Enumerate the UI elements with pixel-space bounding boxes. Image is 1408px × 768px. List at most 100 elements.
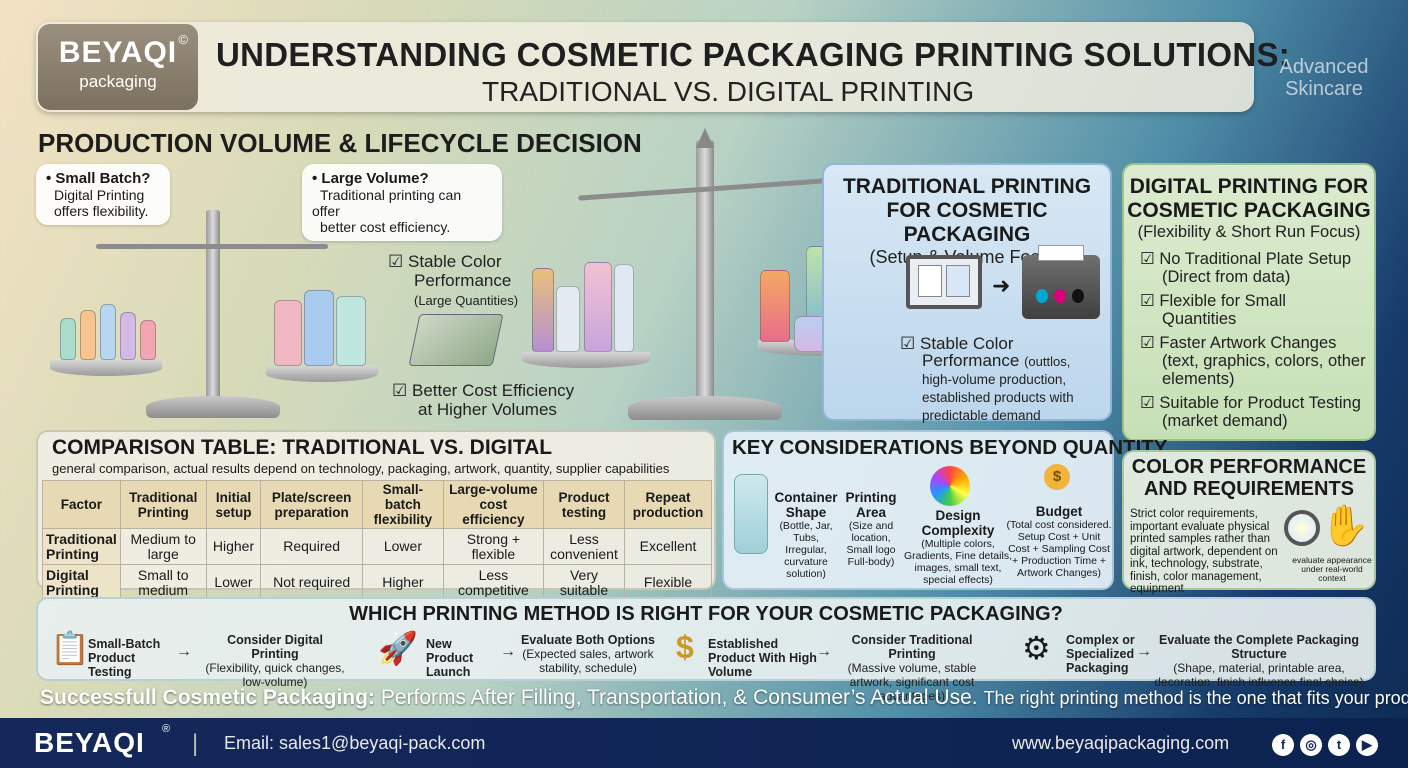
left-pan-a	[50, 360, 162, 376]
table-header: Initial setup	[205, 480, 262, 529]
footer-reg: ®	[162, 723, 171, 735]
tube	[760, 270, 790, 342]
small-batch-body-2: offers flexibility.	[54, 203, 149, 219]
footer-website-link[interactable]: www.beyaqipackaging.com	[1012, 733, 1230, 753]
small-bottle	[120, 312, 136, 360]
logo-sub: packaging	[79, 72, 157, 91]
digital-item-a: Flexible for Small	[1159, 292, 1286, 310]
step-recommendation: Consider Digital Printing (Flexibility, …	[202, 633, 348, 689]
check-icon: ☑	[388, 252, 404, 271]
hand-icon: ✋	[1320, 504, 1370, 548]
digital-title-2: COSMETIC PACKAGING	[1127, 199, 1371, 222]
step-condition: Complex or Specialized Packaging	[1066, 633, 1144, 675]
consideration-design: Design Complexity (Multiple colors, Grad…	[900, 508, 1016, 586]
center-scale-post	[696, 140, 714, 402]
tube	[556, 286, 580, 352]
large-bottle	[274, 300, 302, 366]
left-scale-beam	[96, 244, 328, 249]
check-icon: ☑	[392, 381, 408, 400]
corner-text-2: Skincare	[1285, 78, 1363, 100]
traditional-check-paren: (outtlos,	[1024, 354, 1071, 369]
facebook-icon[interactable]: f	[1272, 734, 1294, 756]
large-volume-body-1: Traditional printing can offer	[312, 187, 462, 219]
pump-bottle	[584, 262, 612, 352]
consideration-body: (Total cost considered. Setup Cost + Uni…	[1006, 519, 1112, 579]
table-cell: Excellent	[624, 528, 712, 565]
key-considerations-title: KEY CONSIDERATIONS BEYOND QUANTITY	[732, 436, 1168, 459]
table-cell: Medium to large	[119, 528, 207, 565]
table-header: Factor	[42, 480, 121, 529]
which-method-panel: WHICH PRINTING METHOD IS RIGHT FOR YOUR …	[36, 597, 1376, 703]
youtube-icon[interactable]: ▶	[1356, 734, 1378, 756]
digital-item-b: (market demand)	[1162, 412, 1288, 430]
check-icon: ☑	[1140, 250, 1155, 268]
step-recommendation: Evaluate the Complete Packaging Structur…	[1148, 633, 1370, 689]
container-bottle-icon	[734, 474, 768, 554]
document-icon	[918, 265, 942, 297]
check-1-b: Performance	[414, 271, 512, 290]
traditional-printing-panel: TRADITIONAL PRINTING FOR COSMETIC PACKAG…	[822, 163, 1112, 424]
step-rec-text: Evaluate Both Options	[520, 633, 656, 647]
step-detail-text: (Massive volume, stable artwork, signifi…	[847, 661, 977, 703]
digital-item-a: Faster Artwork Changes	[1159, 334, 1337, 352]
traditional-title-1: TRADITIONAL PRINTING	[842, 175, 1092, 198]
table-row: Traditional Printing Medium to large Hig…	[42, 528, 712, 565]
check-icon: ☑	[1140, 394, 1155, 412]
traditional-title-2: FOR COSMETIC PACKAGING	[886, 199, 1048, 246]
step-condition-text: Small-Batch Product Testing	[88, 637, 161, 679]
table-header: Product testing	[542, 480, 626, 529]
digital-item-c: elements)	[1162, 370, 1235, 388]
consideration-body: (Bottle, Jar, Tubs, Irregular, curvature…	[779, 520, 833, 580]
footer-email-link[interactable]: Email: sales1@beyaqi-pack.com	[224, 733, 486, 753]
spray-bottle	[614, 264, 634, 352]
monitor-icon	[906, 255, 982, 309]
network-nodes-icon: ⚙	[1022, 630, 1051, 666]
left-scale-post	[206, 210, 220, 400]
scale-tip-icon	[696, 128, 714, 148]
small-bottle	[140, 320, 156, 360]
table-cell: Higher	[205, 528, 262, 565]
table-cell: Less convenient	[542, 528, 626, 565]
small-batch-body-1: Digital Printing	[54, 187, 145, 203]
step-condition-text: New Product Launch	[426, 637, 474, 679]
large-volume-body-2: better cost efficiency.	[320, 219, 451, 235]
traditional-check-rest-3: predictable demand	[922, 408, 1041, 423]
footer-brand[interactable]: BEYAQI	[34, 727, 145, 758]
instagram-icon[interactable]: ◎	[1300, 734, 1322, 756]
digital-item-b: (Direct from data)	[1162, 268, 1291, 286]
table-cell: Required	[260, 528, 363, 565]
footer-separator: |	[192, 730, 199, 757]
digital-item: ☑ Suitable for Product Testing (market d…	[1140, 394, 1374, 430]
step-detail-text: (Flexibility, quick changes, low-volume)	[205, 661, 345, 689]
twitter-icon[interactable]: t	[1328, 734, 1350, 756]
table-cell: Flexible	[624, 564, 712, 601]
large-volume-bubble: • Large Volume? Traditional printing can…	[302, 164, 502, 241]
traditional-check-rest-1: high-volume production,	[922, 372, 1067, 387]
table-header-row: Factor Traditional Printing Initial setu…	[42, 480, 712, 529]
step-rec-text: Evaluate the Complete Packaging Structur…	[1158, 633, 1360, 661]
logo[interactable]: BEYAQI packaging ©	[38, 24, 198, 110]
step-condition-text: Established Product With High Volume	[708, 637, 817, 679]
corner-text: Advanced Skincare	[1262, 56, 1386, 100]
document-icon	[946, 265, 970, 297]
digital-item-a: Suitable for Product Testing	[1159, 394, 1361, 412]
digital-items-list: ☑ No Traditional Plate Setup (Direct fro…	[1124, 250, 1374, 430]
step-recommendation: Evaluate Both Options (Expected sales, a…	[520, 633, 656, 675]
check-cost-efficiency: ☑ Better Cost Efficiency at Higher Volum…	[392, 381, 582, 419]
traditional-check: ☑ Stable Color Performance (outtlos, hig…	[900, 335, 1106, 424]
digital-item: ☑ Flexible for Small Quantities	[1140, 292, 1374, 328]
digital-printing-panel: DIGITAL PRINTING FOR COSMETIC PACKAGING …	[1122, 163, 1376, 441]
check-icon: ☑	[1140, 334, 1155, 352]
corner-text-1: Advanced	[1279, 56, 1369, 78]
table-cell: Higher	[361, 564, 444, 601]
color-performance-title-1: COLOR PERFORMANCE	[1131, 456, 1367, 478]
logo-reg: ©	[178, 32, 188, 47]
tagline-middle: Performs After Filling, Transportation, …	[380, 686, 978, 709]
color-performance-panel: COLOR PERFORMANCE AND REQUIREMENTS Stric…	[1122, 450, 1376, 595]
step-recommendation: Consider Traditional Printing (Massive v…	[830, 633, 994, 703]
table-cell: Lower	[205, 564, 262, 601]
traditional-check-rest-2: established products with	[922, 390, 1074, 405]
digital-item-b: Quantities	[1162, 310, 1237, 328]
table-cell: Small to medium	[119, 564, 207, 601]
consideration-body: (Multiple colors, Gradients, Fine detail…	[904, 538, 1012, 586]
